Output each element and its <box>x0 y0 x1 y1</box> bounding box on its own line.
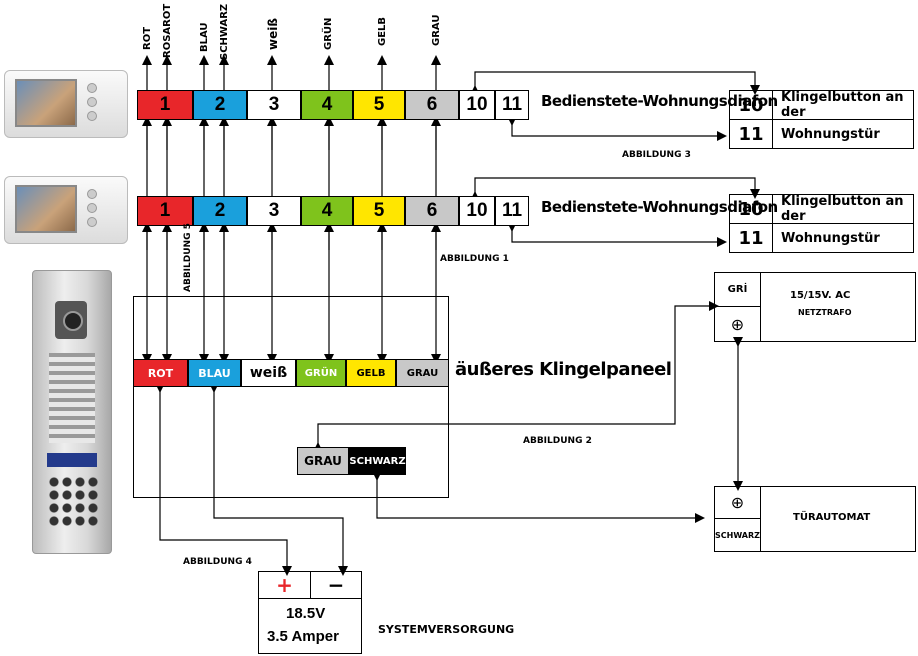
wire-35 <box>507 222 727 247</box>
panel-terminal-weiss: weiß <box>241 359 296 387</box>
panel-sub-schwarz: SCHWARZ <box>349 447 406 475</box>
panel-sub-grau: GRAU <box>297 447 349 475</box>
lcd-display <box>47 453 97 467</box>
wire-40 <box>209 383 348 576</box>
strip2-terminal-3: 3 <box>247 196 301 226</box>
fig4-label: ABBILDUNG 4 <box>183 557 252 567</box>
strip1-terminal-11: 11 <box>495 90 529 120</box>
wire-label-schwarz: SCHWARZ <box>219 3 230 60</box>
trafo-sub: NETZTRAFO <box>798 308 852 317</box>
fig1-label: ABBILDUNG 1 <box>440 254 509 264</box>
strip2-title: Bedienstete-Wohnungsdiafon <box>541 198 778 216</box>
strip1-right-label-10: Klingelbutton an der <box>772 90 914 120</box>
strip1-right-num-11: 11 <box>729 119 773 149</box>
panel-terminal-grau: GRAU <box>396 359 449 387</box>
monitor-screen-2 <box>15 185 77 233</box>
psu-current: 3.5 Amper <box>267 628 339 645</box>
bell-panel-box <box>133 296 449 498</box>
strip1-terminal-1: 1 <box>137 90 193 120</box>
fig5-label: ABBILDUNG 5 <box>183 223 193 292</box>
strip2-terminal-2: 2 <box>193 196 247 226</box>
strip2-terminal-11: 11 <box>495 196 529 226</box>
psu-plus: + <box>258 571 311 599</box>
strip2-terminal-5: 5 <box>353 196 405 226</box>
strip2-right-num-11: 11 <box>729 223 773 253</box>
strip1-terminal-5: 5 <box>353 90 405 120</box>
strip1-terminal-3: 3 <box>247 90 301 120</box>
wire-label-rot: ROT <box>142 26 153 50</box>
wire-34 <box>470 177 760 201</box>
wire-33 <box>507 116 727 141</box>
door-panel-device <box>32 270 112 554</box>
strip1-right-label-11: Wohnungstür <box>772 119 914 149</box>
video-monitor-2 <box>4 176 128 244</box>
door-terminal-ground: ⊕ <box>714 486 761 519</box>
strip1-right-num-10: 10 <box>729 90 773 120</box>
strip2-terminal-6: 6 <box>405 196 459 226</box>
strip1-title: Bedienstete-Wohnungsdiafon <box>541 92 778 110</box>
wire-label-grau: GRAU <box>431 14 442 46</box>
camera-lens <box>55 301 87 339</box>
strip1-terminal-4: 4 <box>301 90 353 120</box>
wire-label-blau: BLAU <box>199 22 210 52</box>
wire-label-gruen: GRÜN <box>323 17 334 50</box>
panel-terminal-gelb: GELB <box>346 359 396 387</box>
trafo-title: 15/15V. AC <box>790 290 851 301</box>
strip2-terminal-4: 4 <box>301 196 353 226</box>
psu-voltage: 18.5V <box>286 605 326 622</box>
wire-37 <box>372 471 705 523</box>
wire-label-gelb: GELB <box>377 16 388 46</box>
panel-title: äußeres Klingelpaneel <box>455 359 672 380</box>
wire-label-rosarot: ROSAROT <box>162 3 173 58</box>
fig2-label: ABBILDUNG 2 <box>523 436 592 446</box>
strip2-right-label-11: Wohnungstür <box>772 223 914 253</box>
video-monitor-1 <box>4 70 128 138</box>
trafo-terminal-gri: GRİ <box>714 272 761 307</box>
door-terminal-schwarz: SCHWARZ <box>714 518 761 552</box>
strip1-terminal-10: 10 <box>459 90 495 120</box>
wire-label-weiss: weiß <box>266 18 280 50</box>
strip2-terminal-10: 10 <box>459 196 495 226</box>
panel-terminal-blau: BLAU <box>188 359 241 387</box>
psu-minus: − <box>310 571 362 599</box>
strip1-terminal-2: 2 <box>193 90 247 120</box>
psu-label: SYSTEMVERSORGUNG <box>378 623 515 636</box>
panel-terminal-rot: ROT <box>133 359 188 387</box>
trafo-terminal-ground: ⊕ <box>714 306 761 342</box>
strip2-terminal-1: 1 <box>137 196 193 226</box>
door-title: TÜRAUTOMAT <box>793 512 871 523</box>
panel-terminal-gruen: GRÜN <box>296 359 346 387</box>
wire-32 <box>470 71 760 95</box>
strip1-terminal-6: 6 <box>405 90 459 120</box>
strip2-right-num-10: 10 <box>729 194 773 224</box>
keypad <box>47 475 99 529</box>
monitor-screen-1 <box>15 79 77 127</box>
fig3-label: ABBILDUNG 3 <box>622 150 691 160</box>
strip2-right-label-10: Klingelbutton an der <box>772 194 914 224</box>
